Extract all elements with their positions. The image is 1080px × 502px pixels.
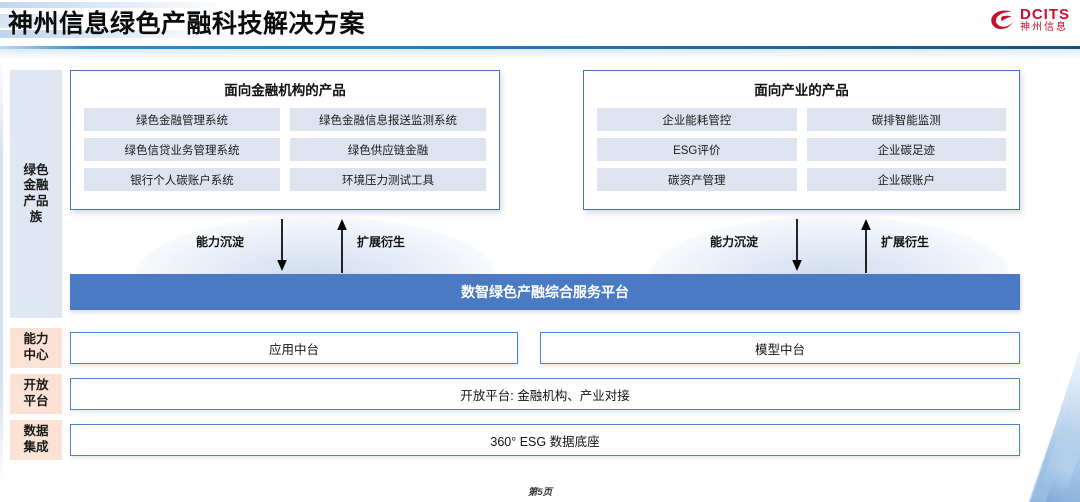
product-chip[interactable]: 绿色信贷业务管理系统 (84, 138, 280, 161)
flow-label-capability-precipitation-left: 能力沉淀 (196, 235, 245, 249)
chip-grid-financial: 绿色金融管理系统 绿色金融信息报送监测系统 绿色信贷业务管理系统 绿色供应链金融… (71, 99, 499, 202)
sidebar-item-capability-center: 能力中心 (10, 328, 62, 368)
chip-grid-industry: 企业能耗管控 碳排智能监测 ESG评价 企业碳足迹 碳资产管理 企业碳账户 (584, 99, 1019, 202)
panel-title-financial: 面向金融机构的产品 (224, 83, 346, 98)
brand-logo: DCITS 神州信息 (989, 7, 1070, 33)
header-divider (0, 46, 1080, 49)
product-chip[interactable]: 企业碳足迹 (806, 138, 1006, 161)
left-edge-accent (0, 56, 3, 486)
product-chip[interactable]: 绿色金融信息报送监测系统 (290, 108, 486, 131)
header-divider-glow (0, 49, 1080, 59)
page-footer: 第5页 (527, 487, 553, 498)
product-chip[interactable]: 环境压力测试工具 (290, 168, 486, 191)
product-chip[interactable]: 绿色供应链金融 (290, 138, 486, 161)
capability-box-model-midend[interactable]: 模型中台 (540, 332, 1020, 364)
product-chip[interactable]: 银行个人碳账户系统 (84, 168, 280, 191)
arrow-down-icon-right (792, 219, 802, 271)
data-integration-box[interactable]: 360° ESG 数据底座 (70, 424, 1020, 456)
arrow-down-icon-left (277, 219, 287, 271)
product-chip[interactable]: 企业能耗管控 (597, 108, 797, 131)
dcits-swoosh-icon (991, 10, 1013, 30)
sidebar-item-green-finance-products: 绿色金融产品族 (10, 70, 62, 318)
sidebar-item-open-platform: 开放平台 (10, 374, 62, 414)
sidebar-label-capability-center: 能力中心 (23, 332, 49, 362)
product-chip[interactable]: 碳排智能监测 (806, 108, 1006, 131)
product-chip[interactable]: ESG评价 (597, 138, 797, 161)
product-chip[interactable]: 企业碳账户 (806, 168, 1006, 191)
logo-text-cn: 神州信息 (1020, 22, 1068, 33)
sidebar-label-green-finance-products: 绿色金融产品族 (23, 162, 49, 224)
page-title: 神州信息绿色产融科技解决方案 (8, 10, 366, 38)
product-chip[interactable]: 碳资产管理 (597, 168, 797, 191)
sidebar-item-data-integration: 数据集成 (10, 420, 62, 460)
dome-decoration-left (135, 216, 495, 276)
open-platform-box[interactable]: 开放平台: 金融机构、产业对接 (70, 378, 1020, 410)
corner-ribbon-decoration (1024, 319, 1080, 502)
sidebar-label-open-platform: 开放平台 (23, 378, 49, 408)
sidebar-label-data-integration: 数据集成 (23, 424, 49, 454)
arrow-up-icon-left (337, 219, 347, 273)
panel-industry-products: 面向产业的产品 企业能耗管控 碳排智能监测 ESG评价 企业碳足迹 碳资产管理 … (583, 70, 1020, 210)
flow-label-expansion-derivation-right: 扩展衍生 (881, 235, 930, 249)
flow-label-expansion-derivation-left: 扩展衍生 (357, 235, 406, 249)
platform-bar[interactable]: 数智绿色产融综合服务平台 (70, 274, 1020, 310)
product-chip[interactable]: 绿色金融管理系统 (84, 108, 280, 131)
logo-text-en: DCITS (1020, 6, 1070, 23)
capability-box-application-midend[interactable]: 应用中台 (70, 332, 518, 364)
panel-financial-institution-products: 面向金融机构的产品 绿色金融管理系统 绿色金融信息报送监测系统 绿色信贷业务管理… (70, 70, 500, 210)
panel-title-industry: 面向产业的产品 (754, 83, 849, 98)
dome-decoration-right (650, 216, 1010, 276)
arrow-up-icon-right (861, 219, 871, 273)
flow-label-capability-precipitation-right: 能力沉淀 (710, 235, 759, 249)
